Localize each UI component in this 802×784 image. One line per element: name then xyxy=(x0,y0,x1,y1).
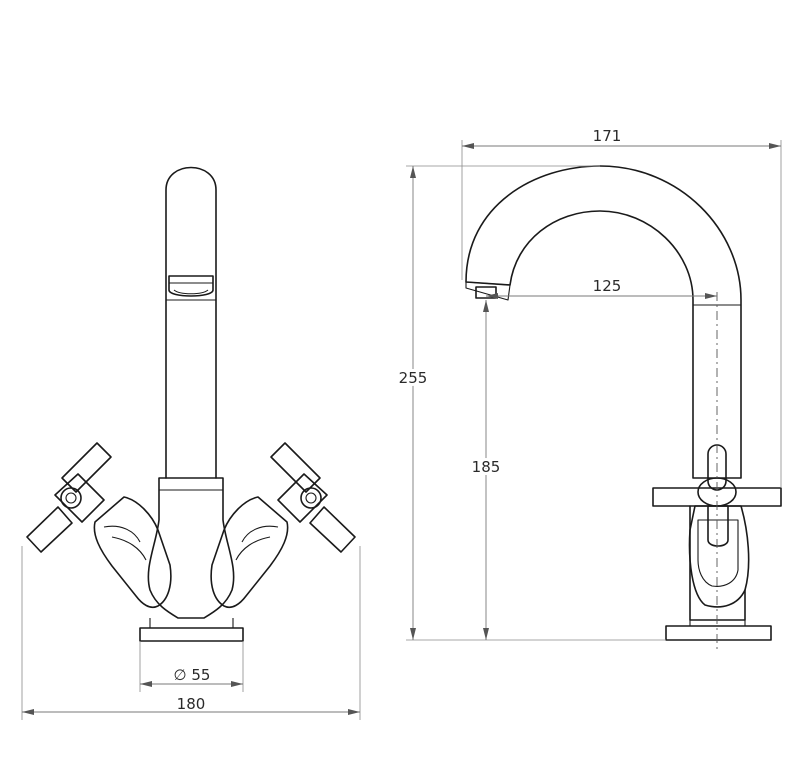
front-view xyxy=(26,166,356,642)
front-left-valve-band-2 xyxy=(103,525,141,543)
side-spout-tip xyxy=(465,281,511,301)
side-spout-outline xyxy=(465,165,742,479)
front-aerator-inner xyxy=(173,289,209,295)
front-right-valve-band xyxy=(235,536,271,561)
front-left-handle-hub xyxy=(54,473,105,523)
dim-125-arrow-left xyxy=(486,293,498,299)
front-right-handle-hub xyxy=(277,473,328,523)
front-base-plate xyxy=(139,627,244,642)
dim-55-arrow-right xyxy=(231,681,243,687)
dim-255-arrow-bottom xyxy=(410,628,416,640)
side-view xyxy=(465,165,782,650)
side-dimensions: 171 125 255 185 xyxy=(396,127,782,641)
front-left-handle xyxy=(26,442,112,553)
front-left-handle-cap xyxy=(60,487,82,509)
dim-171-arrow-right xyxy=(769,143,781,149)
front-right-handle-arm-lower xyxy=(309,506,356,553)
front-right-handle-screw xyxy=(305,492,317,504)
dim-125-arrow-right xyxy=(705,293,717,299)
side-base-plate xyxy=(665,625,772,641)
front-spout-outline xyxy=(165,166,217,479)
front-left-handle-arm-lower xyxy=(26,506,73,553)
dim-171-label: 171 xyxy=(593,127,622,145)
front-right-valve xyxy=(210,496,289,609)
front-left-handle-screw xyxy=(65,492,77,504)
side-valve-inner xyxy=(697,519,739,587)
front-left-valve xyxy=(93,496,172,609)
side-valve-knob xyxy=(707,505,729,547)
front-central-body xyxy=(147,477,235,619)
front-right-handle-arm-upper xyxy=(270,442,321,493)
side-lower-body xyxy=(689,505,746,621)
side-aerator xyxy=(475,286,497,299)
front-right-handle-cap xyxy=(300,487,322,509)
dim-55-label: ∅ 55 xyxy=(174,666,211,684)
dim-125-label: 125 xyxy=(593,277,622,295)
front-left-handle-arm-upper xyxy=(61,442,112,493)
dim-180-arrow-left xyxy=(22,709,34,715)
dim-255-arrow-top xyxy=(410,166,416,178)
front-dimensions: 180 ∅ 55 xyxy=(21,546,361,720)
dim-185-arrow-bottom xyxy=(483,628,489,640)
front-right-handle xyxy=(270,442,356,553)
front-base-joint xyxy=(149,618,234,628)
dim-55-arrow-left xyxy=(140,681,152,687)
dim-185-arrow-top xyxy=(483,300,489,312)
dim-255-label: 255 xyxy=(399,369,428,387)
front-left-valve-band xyxy=(111,536,147,561)
dim-180-label: 180 xyxy=(177,695,206,713)
dim-171-arrow-left xyxy=(462,143,474,149)
dim-185-label: 185 xyxy=(472,458,501,476)
dim-180-arrow-right xyxy=(348,709,360,715)
front-right-valve-band-2 xyxy=(241,525,279,543)
front-aerator-outline xyxy=(168,275,214,297)
side-base-joint xyxy=(689,620,746,626)
